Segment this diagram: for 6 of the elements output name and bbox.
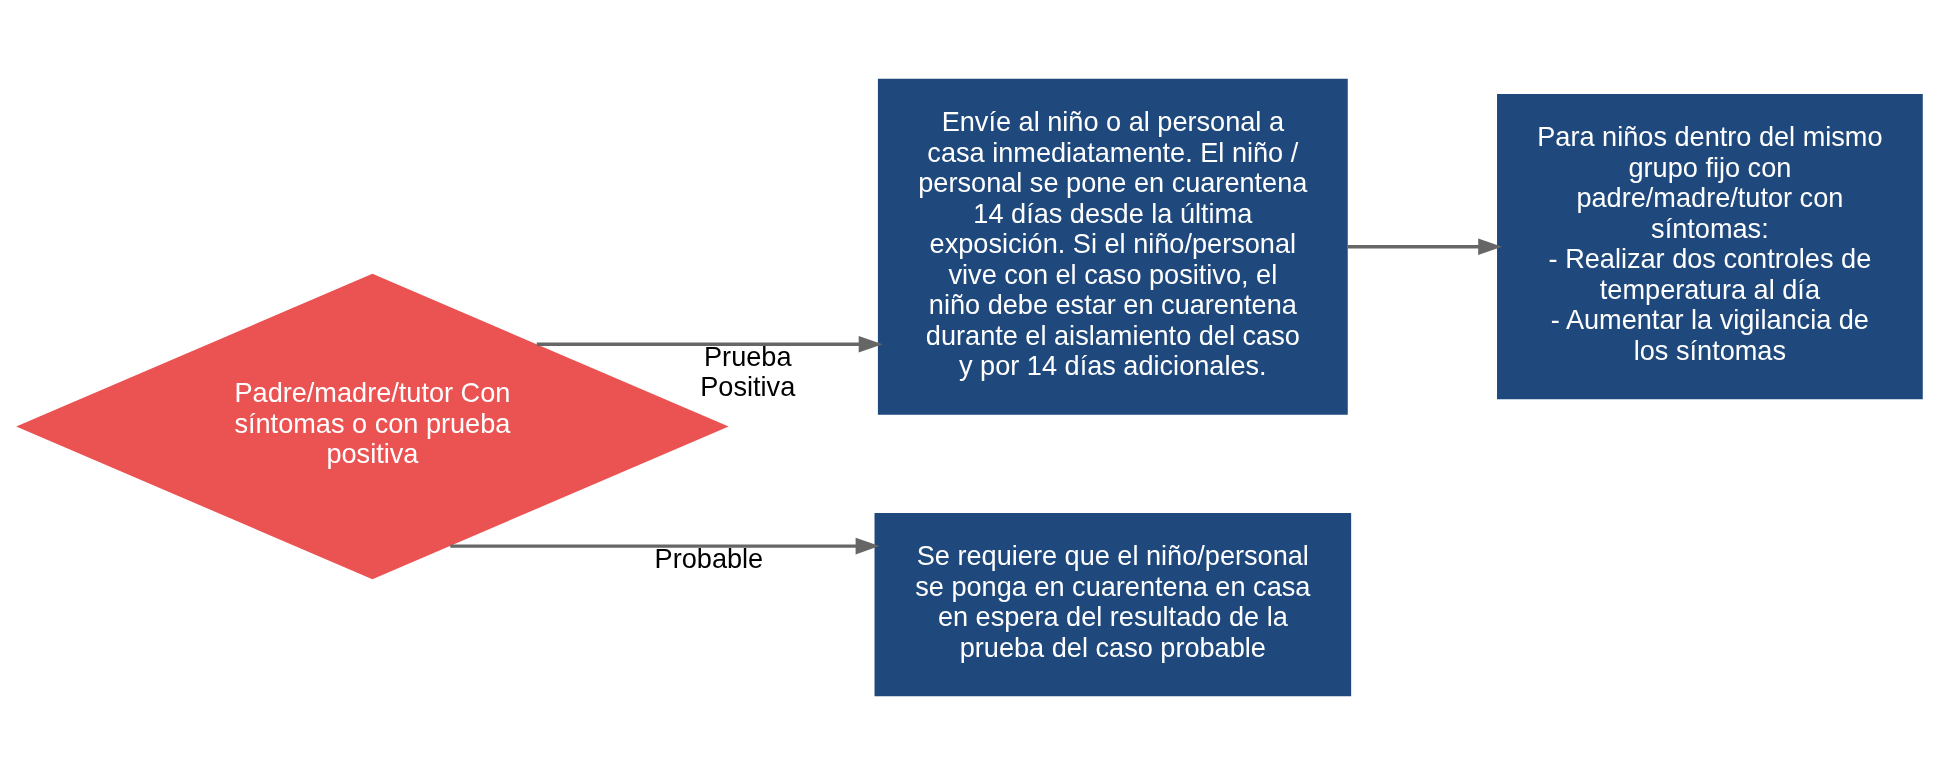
arrow xyxy=(450,537,880,554)
node-box: Envíe al niño o al personal a casa inmediatamente. El niño / personal se pone en cuarentena 14 días desde la última exposición. Si el niño/personal vive con el caso positivo, el niño debe estar en cuarentena durante el aislamiento del caso y por 14 días adicionales. xyxy=(877,78,1348,415)
arrow xyxy=(1347,237,1502,255)
node-box: Para niños dentro del mismo grupo fijo con padre/madre/tutor con síntomas: - Realizar dos controles de temperatura al día - Aumentar la vigilancia de los síntomas xyxy=(1497,93,1923,399)
arrow xyxy=(536,335,883,353)
node-box: Se requiere que el niño/personal se ponga en cuarentena en casa en espera del resultado de la prueba del caso probable xyxy=(874,512,1352,696)
